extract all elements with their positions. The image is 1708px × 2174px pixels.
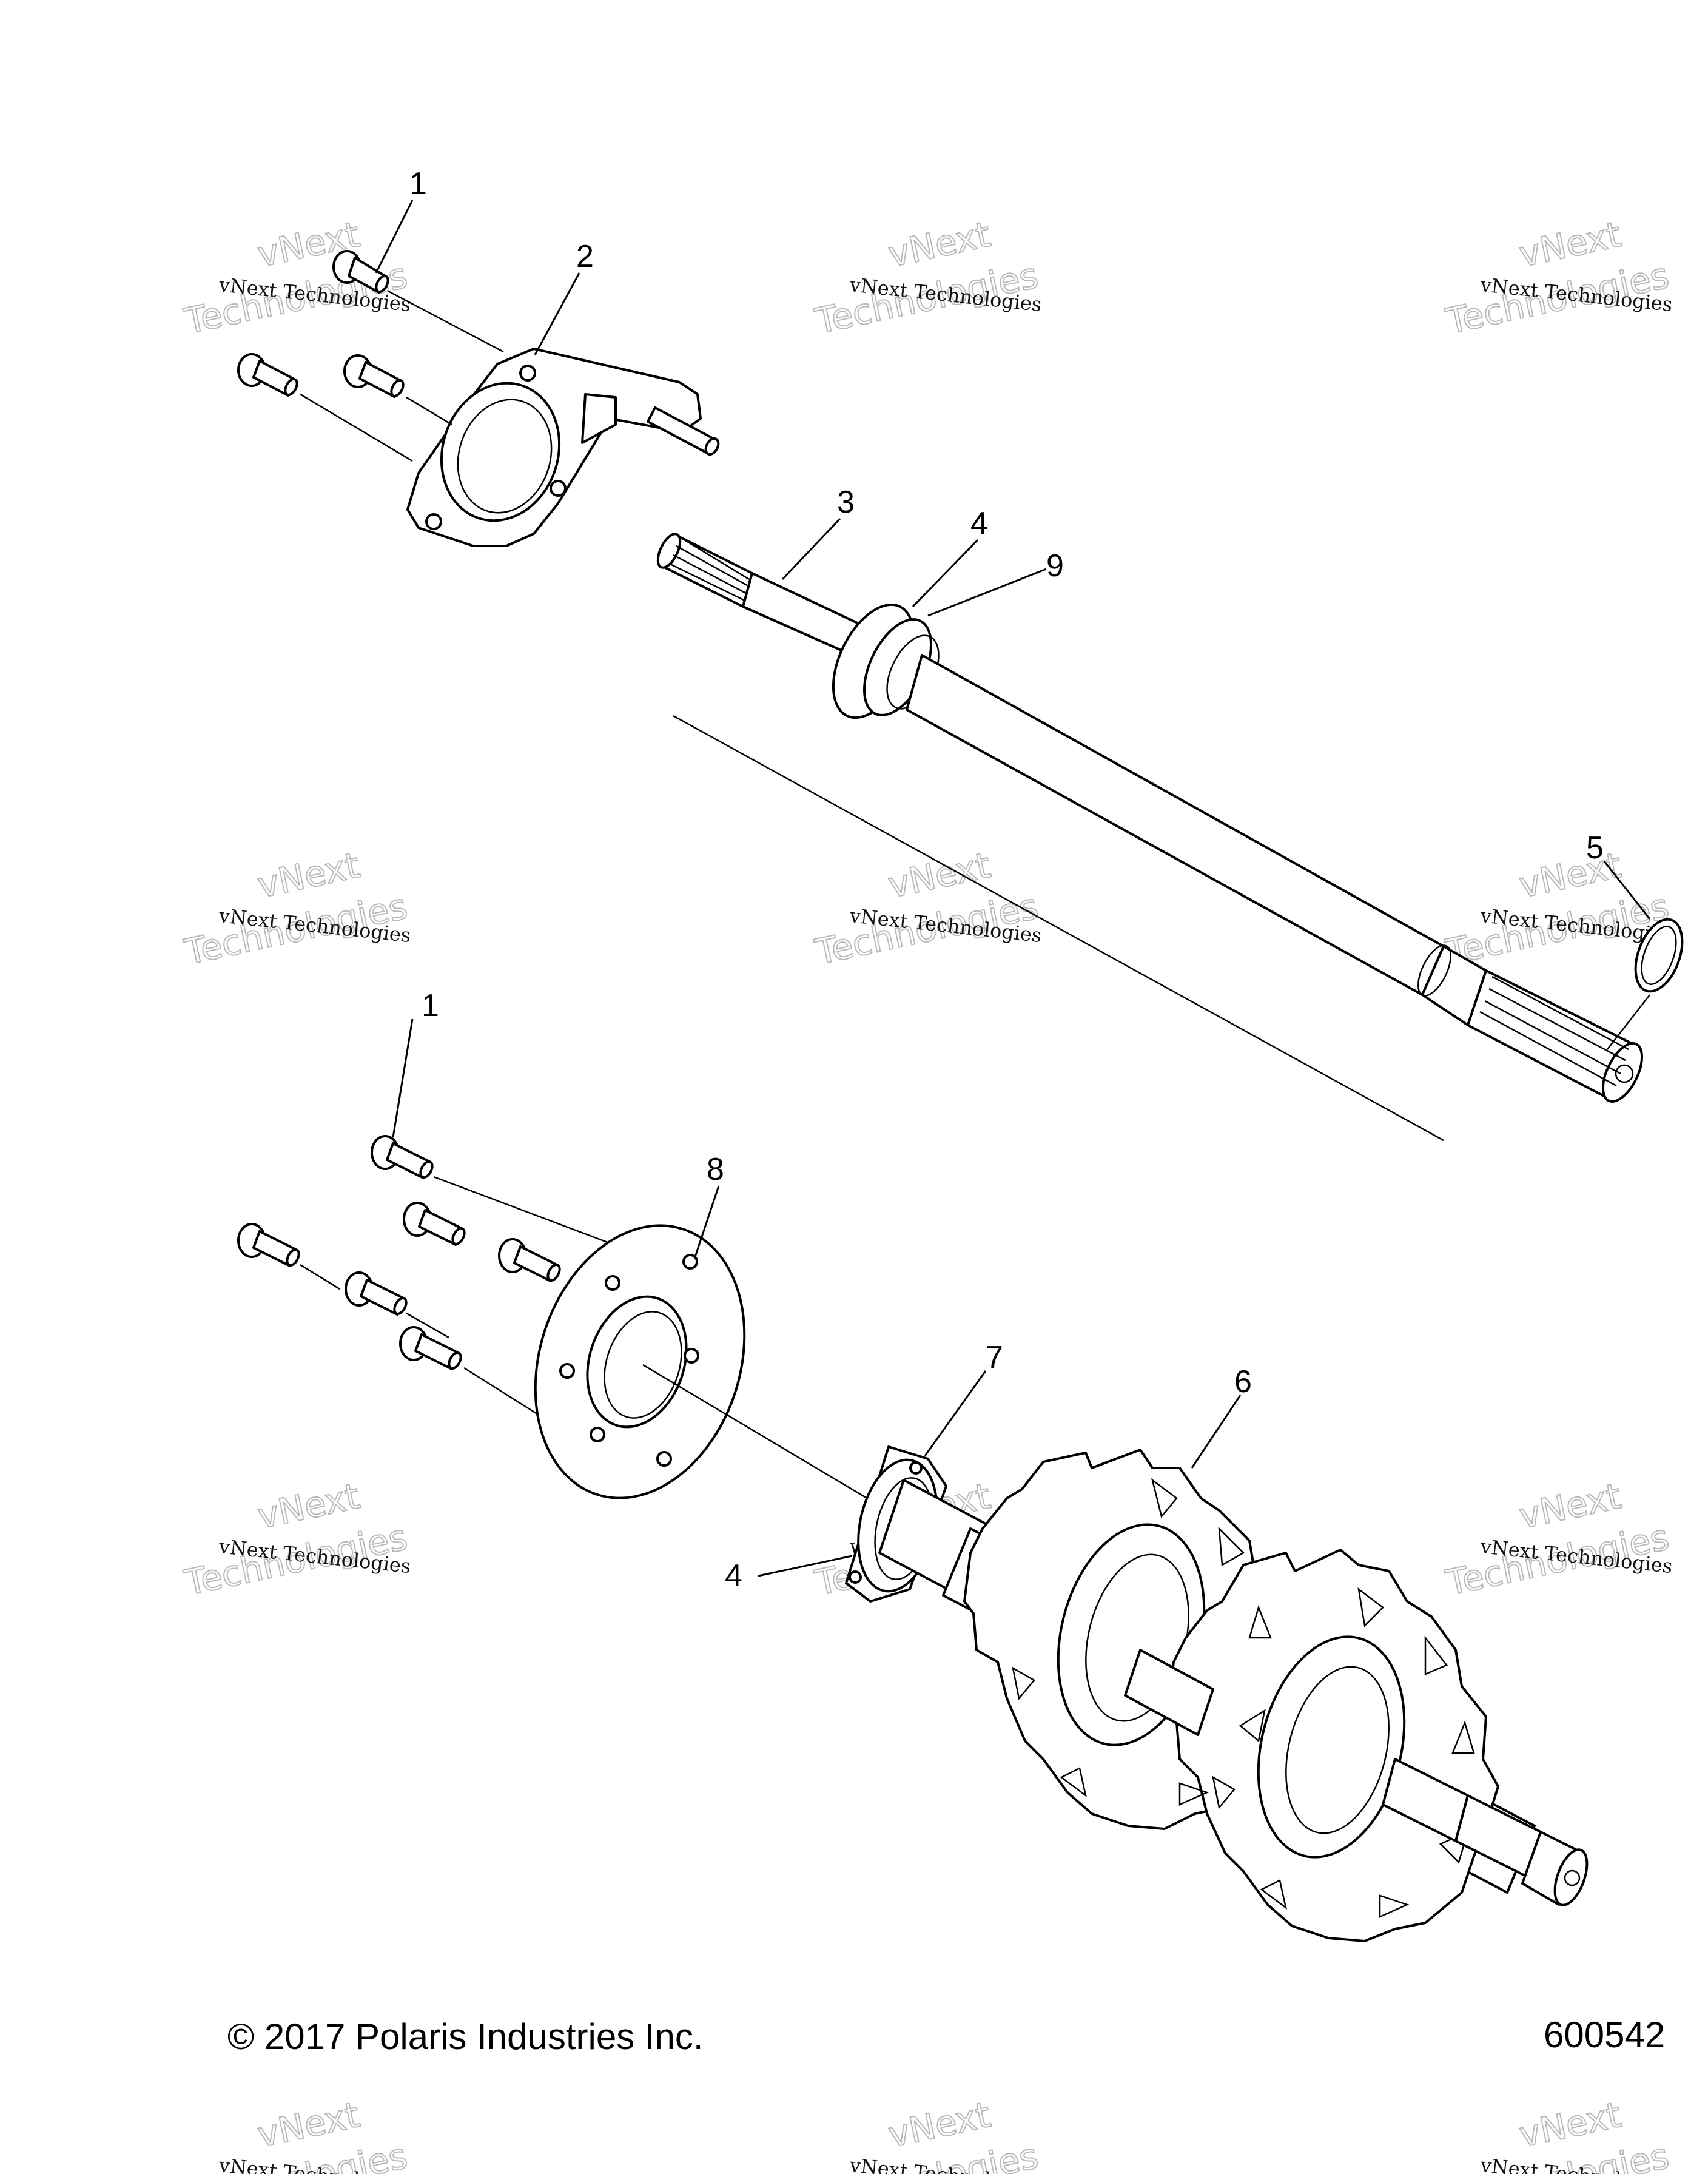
bolt-bottom-6 [399, 1326, 462, 1370]
bolt-bottom-5 [345, 1271, 408, 1316]
callout-7: 7 [986, 1340, 1003, 1375]
callout-3: 3 [837, 485, 855, 520]
leader-bolt-top-2 [300, 393, 413, 462]
callout-4-bottom: 4 [725, 1558, 742, 1593]
bolt-bottom-3 [237, 1223, 300, 1267]
leader-bolt-top-3 [406, 396, 452, 426]
drive-sprocket-shaft [942, 1449, 1589, 1942]
shaft-axis-line [673, 715, 1444, 1142]
callout-numbers: 1 2 3 4 9 5 1 8 7 6 4 [409, 166, 1604, 1593]
bolt-top-1 [332, 250, 389, 294]
bearing-flange-plate [406, 348, 720, 547]
figure-number: 600542 [1544, 2014, 1665, 2055]
callout-1-top: 1 [409, 166, 427, 201]
bolt-bottom-4 [498, 1238, 561, 1282]
callout-2: 2 [576, 239, 594, 274]
bolt-bottom-2 [403, 1202, 466, 1246]
leader-snap-ring-axis [1607, 994, 1650, 1050]
bolt-top-3 [343, 354, 405, 398]
callout-6: 6 [1234, 1364, 1252, 1399]
callout-4-top: 4 [970, 506, 988, 541]
callout-8: 8 [707, 1152, 724, 1187]
drive-shaft [656, 533, 1644, 1103]
bolt-top-2 [237, 353, 298, 397]
callout-5: 5 [1586, 830, 1604, 866]
callout-leaders [375, 200, 1651, 1577]
callout-1-bottom: 1 [422, 988, 439, 1023]
leader-plate-axis [642, 1364, 898, 1518]
round-bearing-plate [534, 1224, 746, 1499]
leader-bolt-top [388, 290, 504, 353]
bolt-bottom-1 [371, 1135, 434, 1179]
snap-ring [1634, 918, 1684, 993]
copyright-text: © 2017 Polaris Industries Inc. [227, 2016, 704, 2057]
callout-9: 9 [1046, 548, 1064, 584]
